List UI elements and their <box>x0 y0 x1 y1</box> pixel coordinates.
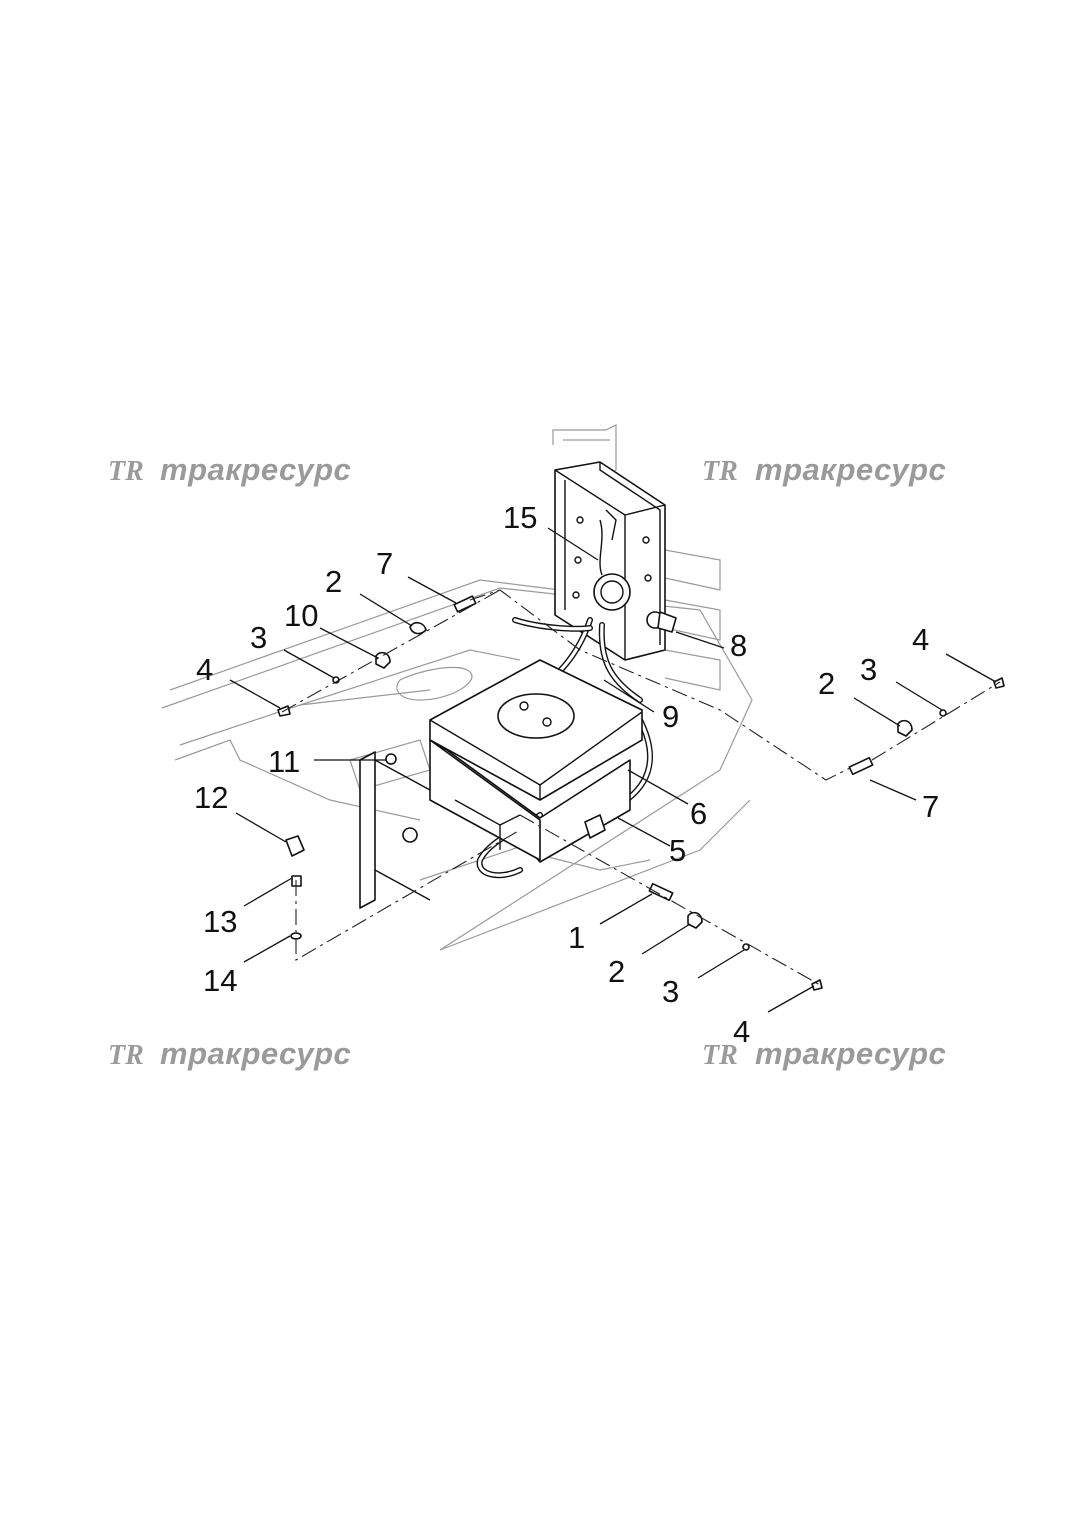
heater-control-box <box>554 461 677 661</box>
callout-3: 3 <box>860 652 877 687</box>
watermark-logo: TR <box>108 1040 144 1071</box>
watermark-logo: TR <box>702 1040 738 1071</box>
clip-11 <box>385 753 397 765</box>
heater-unit <box>359 659 643 909</box>
assembly-center-lines <box>281 589 1001 986</box>
watermark-bottom-right: TR тракресурс <box>702 1036 946 1071</box>
callout-12: 12 <box>194 780 228 815</box>
callout-13: 13 <box>203 904 237 939</box>
fasteners <box>277 595 1005 991</box>
washer-3-right <box>939 709 947 717</box>
watermark-logo: TR <box>702 456 738 487</box>
callout-1: 1 <box>568 920 585 955</box>
watermark-text: тракресурс <box>160 452 351 487</box>
callout-5: 5 <box>669 833 686 868</box>
callout-3: 3 <box>662 974 679 1009</box>
callout-15: 15 <box>503 500 537 535</box>
valve-12 <box>285 835 305 857</box>
callout-10: 10 <box>284 598 318 633</box>
callout-8: 8 <box>730 628 747 663</box>
callout-2: 2 <box>608 954 625 989</box>
clamp-2-bottom <box>687 911 703 929</box>
watermark-bottom-left: TR тракресурс <box>108 1036 351 1071</box>
hose-connector-1 <box>648 882 674 902</box>
watermark-top-right: TR тракресурс <box>702 452 946 487</box>
watermark-text: тракресурс <box>160 1036 351 1071</box>
watermark-text: тракресурс <box>755 1036 946 1071</box>
hose-connector-7-right <box>848 756 874 776</box>
callout-2: 2 <box>818 666 835 701</box>
watermark-top-left: TR тракресурс <box>108 452 351 487</box>
callout-11: 11 <box>268 744 300 779</box>
callout-4: 4 <box>912 622 929 657</box>
callout-9: 9 <box>662 699 679 734</box>
mounting-bracket <box>359 751 376 909</box>
callout-14: 14 <box>203 963 237 998</box>
washer-3-bottom <box>742 943 750 951</box>
clamp-2-left <box>409 621 427 635</box>
callout-labels: 15 7 2 10 3 4 8 4 3 2 9 11 12 6 7 5 13 1… <box>194 500 939 1049</box>
callout-7: 7 <box>922 789 939 824</box>
bolt-4-bottom <box>811 979 823 991</box>
top-cover-plate <box>497 693 575 739</box>
drain-fitting <box>584 814 606 839</box>
callout-6: 6 <box>690 796 707 831</box>
clamp-2-right <box>897 719 913 737</box>
callout-7: 7 <box>376 546 393 581</box>
watermark-text: тракресурс <box>755 452 946 487</box>
callout-4: 4 <box>196 652 213 687</box>
callout-2: 2 <box>325 564 342 599</box>
callout-3: 3 <box>250 620 267 655</box>
watermark-logo: TR <box>108 456 144 487</box>
leader-lines <box>229 527 997 1013</box>
clamp-10 <box>375 651 391 669</box>
pressure-gauge <box>593 573 631 611</box>
callout-4: 4 <box>733 1014 750 1049</box>
